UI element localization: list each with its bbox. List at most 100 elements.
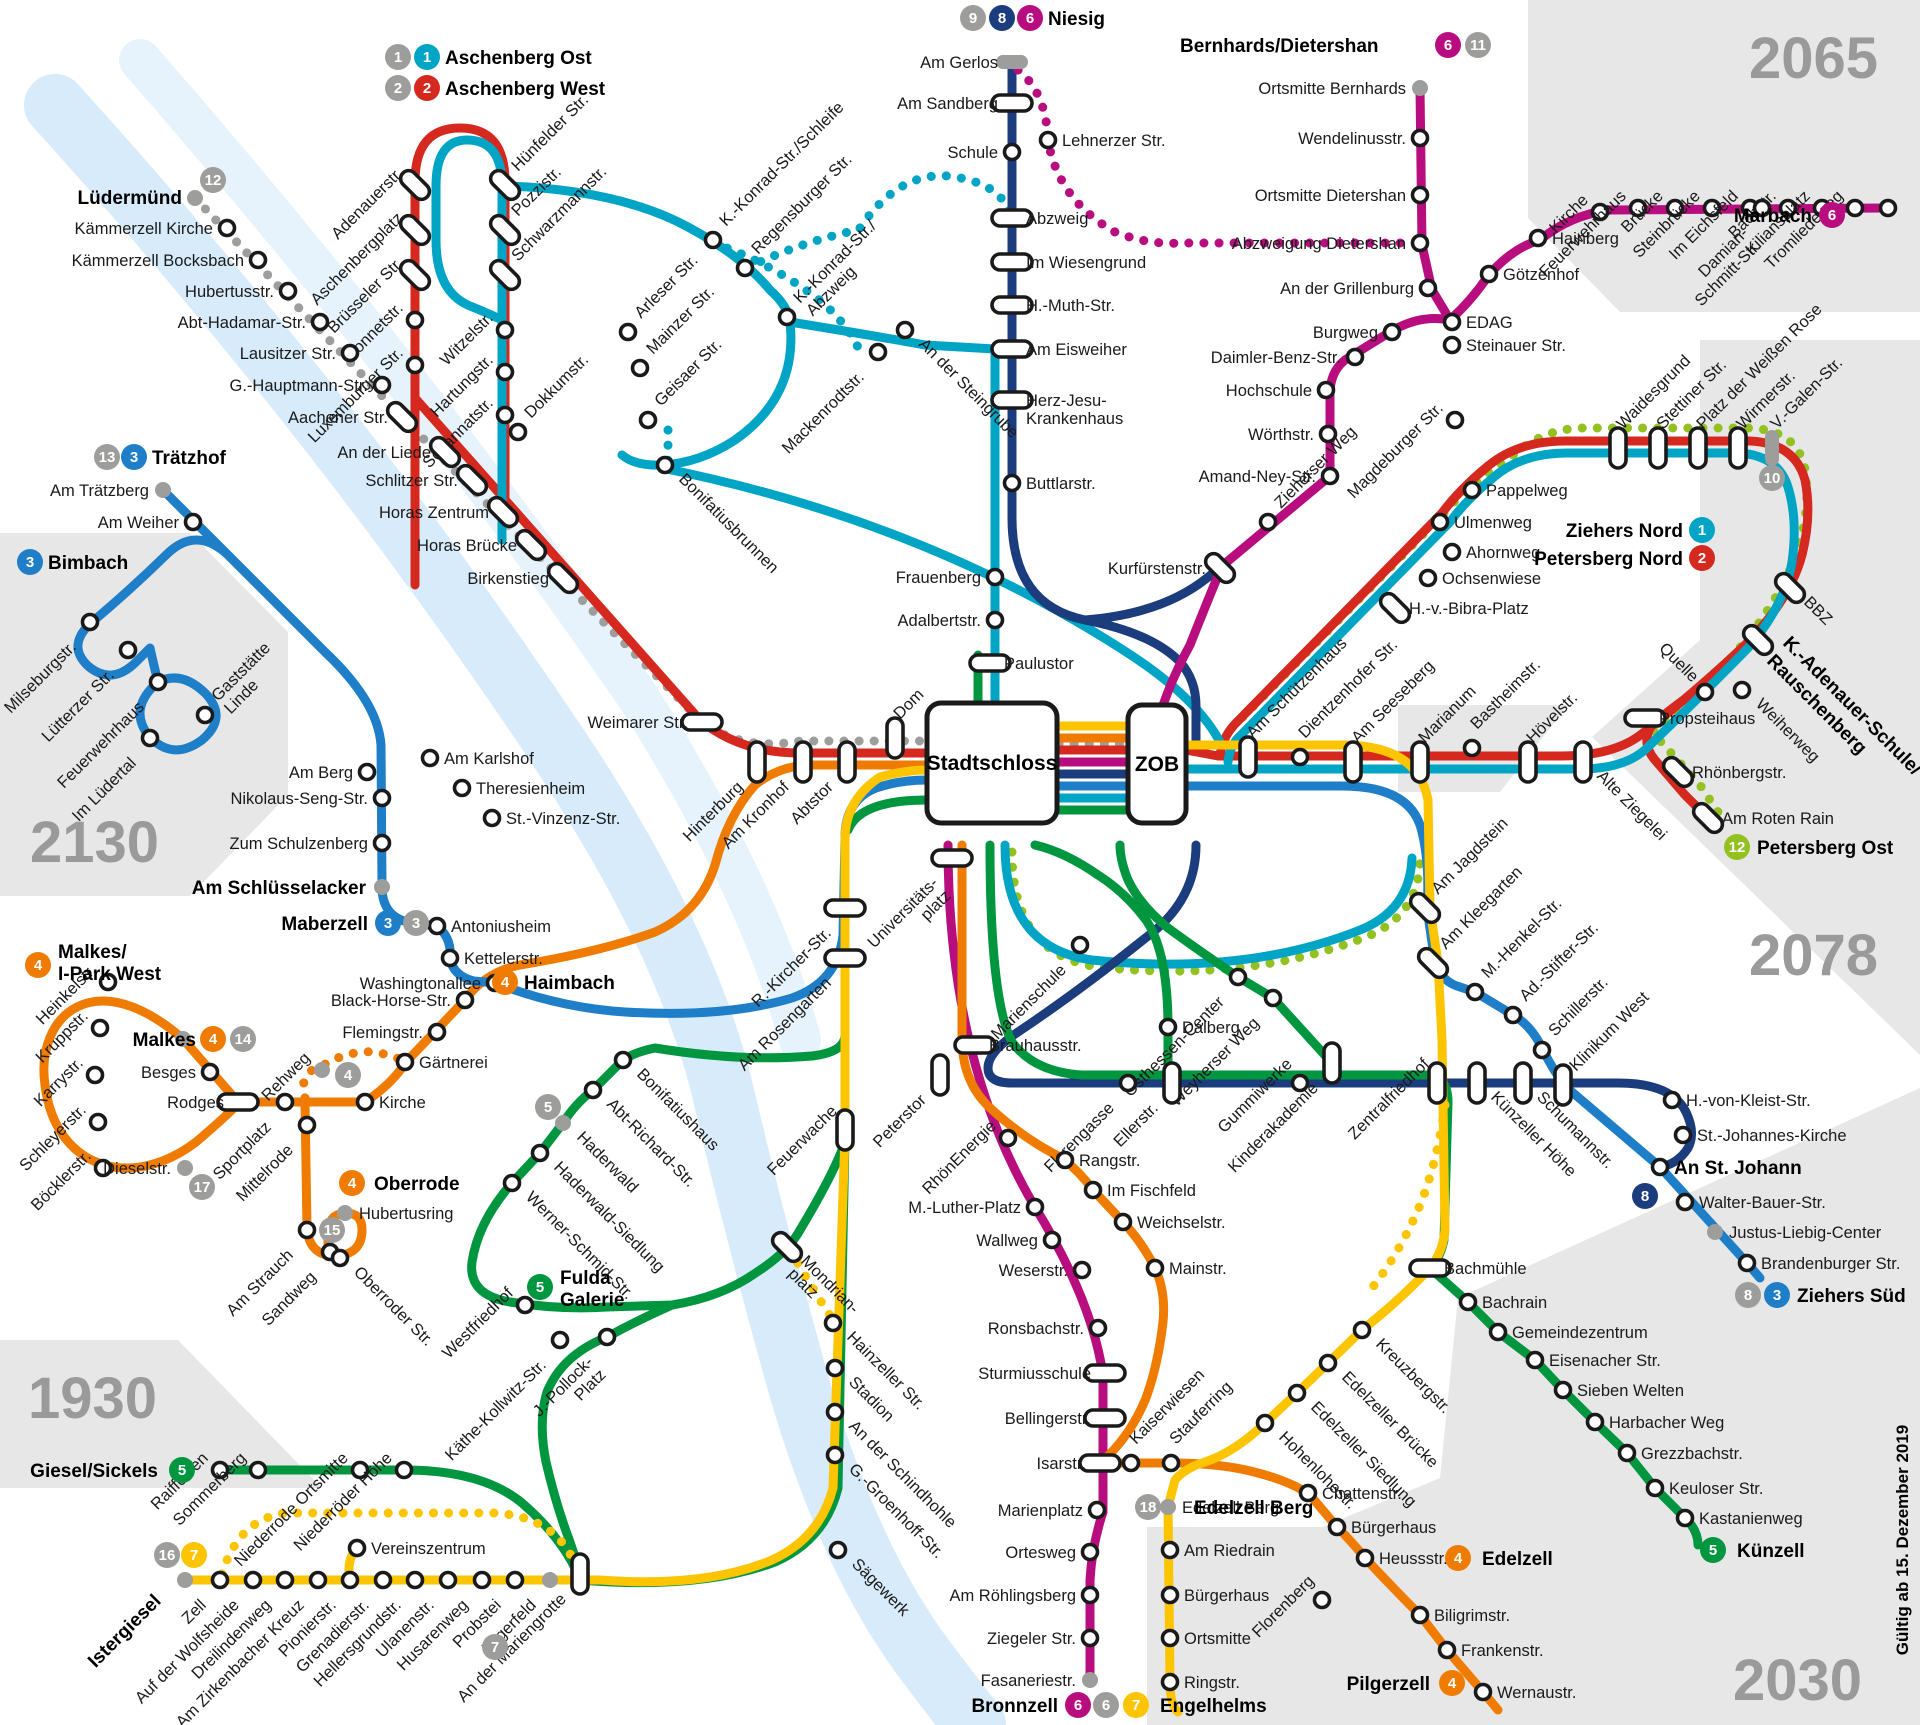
station-label: Am Roten Rain xyxy=(1722,810,1834,828)
station-dot xyxy=(1675,1508,1695,1528)
station: Isarstr. xyxy=(1036,1453,1122,1473)
terminal-label: An St. Johann xyxy=(1674,1158,1802,1179)
station-dot xyxy=(428,435,462,469)
station-dot xyxy=(613,1050,633,1070)
station: Fasaneriestr. xyxy=(981,1672,1098,1690)
station-label: Propsteihaus xyxy=(1659,710,1755,728)
station-dot xyxy=(1318,1353,1338,1373)
station-dot xyxy=(1553,1063,1573,1107)
station-dot xyxy=(1691,801,1725,835)
line-badge-12: 12 xyxy=(1724,834,1750,860)
zone-label: 1930 xyxy=(28,1366,157,1431)
station-dot xyxy=(1316,380,1336,400)
station-label: Am Karlshof xyxy=(444,750,534,768)
station-label: Hainberg xyxy=(1552,230,1619,248)
terminal-label: Maberzell xyxy=(281,914,368,935)
station-dot xyxy=(828,1540,848,1560)
station-dot xyxy=(495,362,515,382)
svg-text:7: 7 xyxy=(491,1639,499,1656)
station-dot xyxy=(1585,1412,1605,1432)
station-dot xyxy=(990,339,1034,359)
station-label: Hochschule xyxy=(1226,382,1312,400)
line-badge-4: 4 xyxy=(335,1062,361,1088)
terminal-label: Am Schlüsselacker xyxy=(192,878,367,899)
station: Rodges xyxy=(167,1092,260,1112)
terminal-label: Künzell xyxy=(1737,1541,1805,1562)
station-dot xyxy=(735,258,755,278)
svg-text:3: 3 xyxy=(1773,1287,1781,1304)
station-dot xyxy=(88,1112,108,1132)
station-dot xyxy=(455,463,489,497)
station xyxy=(175,1031,191,1047)
line-badge-7: 7 xyxy=(1123,1692,1149,1718)
station-dot xyxy=(1080,1542,1100,1562)
station: Ortsmitte xyxy=(1160,1628,1251,1648)
bus-line-red xyxy=(410,123,1813,823)
station-dot xyxy=(427,1022,447,1042)
station-dot xyxy=(1228,967,1248,987)
svg-text:6: 6 xyxy=(1102,1697,1110,1714)
station-dot xyxy=(405,1570,425,1590)
station-dot xyxy=(1408,1258,1452,1278)
station-dot xyxy=(1118,1073,1138,1093)
station: Ortesweg xyxy=(1005,1542,1100,1562)
station: Herz-Jesu-Krankenhaus xyxy=(990,390,1123,428)
station-dot xyxy=(372,788,392,808)
svg-text:6: 6 xyxy=(1828,207,1836,224)
line-badge-18: 18 xyxy=(1135,1494,1161,1520)
station-dot xyxy=(217,218,237,238)
station-dot xyxy=(680,712,724,732)
line-badge-4: 4 xyxy=(25,952,51,978)
station: Eisenacher Str. xyxy=(1525,1350,1661,1370)
station: St.-Vinzenz-Str. xyxy=(482,808,620,828)
station-dot xyxy=(1778,198,1798,218)
station-dot xyxy=(1355,1548,1375,1568)
svg-text:3: 3 xyxy=(130,449,138,466)
terminal-label: Trätzhof xyxy=(152,448,227,469)
line-badge-4: 4 xyxy=(339,1170,365,1196)
station-dot xyxy=(630,358,650,378)
station-label: Antoniusheim xyxy=(451,918,551,936)
station-dot xyxy=(825,1358,845,1378)
station xyxy=(177,1572,193,1588)
station-dot xyxy=(155,482,171,498)
station-dot xyxy=(1623,708,1667,728)
line-badge-6: 6 xyxy=(1819,202,1845,228)
line-badge-4: 4 xyxy=(200,1026,226,1052)
station: Harbacher Weg xyxy=(1585,1412,1724,1432)
station: Zum Schulzenberg xyxy=(230,833,392,853)
station-dot xyxy=(793,740,813,784)
station-label: Hubertusring xyxy=(359,1205,453,1223)
station-dot xyxy=(1082,1672,1098,1688)
station: Antoniusheim xyxy=(427,916,551,936)
station-dot xyxy=(1673,1125,1693,1145)
station-dot xyxy=(1473,1682,1493,1702)
station-label: Dalberg xyxy=(1182,1019,1240,1037)
station-dot xyxy=(868,342,888,362)
station-dot xyxy=(1648,426,1668,470)
line-badge-4: 4 xyxy=(1439,1670,1465,1696)
svg-text:13: 13 xyxy=(99,449,116,466)
station-dot xyxy=(275,1570,295,1590)
station-dot xyxy=(1608,426,1628,470)
station-label: Kämmerzell Bocksbach xyxy=(72,252,244,270)
svg-text:6: 6 xyxy=(1444,37,1452,54)
line-badge-16: 16 xyxy=(154,1542,180,1568)
station-label: Steinauer Str. xyxy=(1466,337,1566,355)
svg-text:2: 2 xyxy=(394,80,402,97)
svg-text:7: 7 xyxy=(1132,1697,1140,1714)
station-label: Wernaustr. xyxy=(1497,1684,1576,1702)
station-dot xyxy=(1083,1363,1127,1383)
line-badge-11: 11 xyxy=(1465,32,1491,58)
station-dot xyxy=(1002,142,1022,162)
station-dot xyxy=(1410,1605,1430,1625)
station-dot xyxy=(1553,1380,1573,1400)
line-badge-4: 4 xyxy=(1445,1545,1471,1571)
station-label: Frankenstr. xyxy=(1461,1642,1544,1660)
station: Abt-Hadamar-Str. xyxy=(178,312,330,332)
station-dot xyxy=(398,258,432,292)
station: Dieselstr. xyxy=(103,1160,193,1178)
station: Ortsmitte Dietershan xyxy=(1255,185,1430,205)
station-dot xyxy=(438,1570,458,1590)
station-dot xyxy=(1418,278,1438,298)
